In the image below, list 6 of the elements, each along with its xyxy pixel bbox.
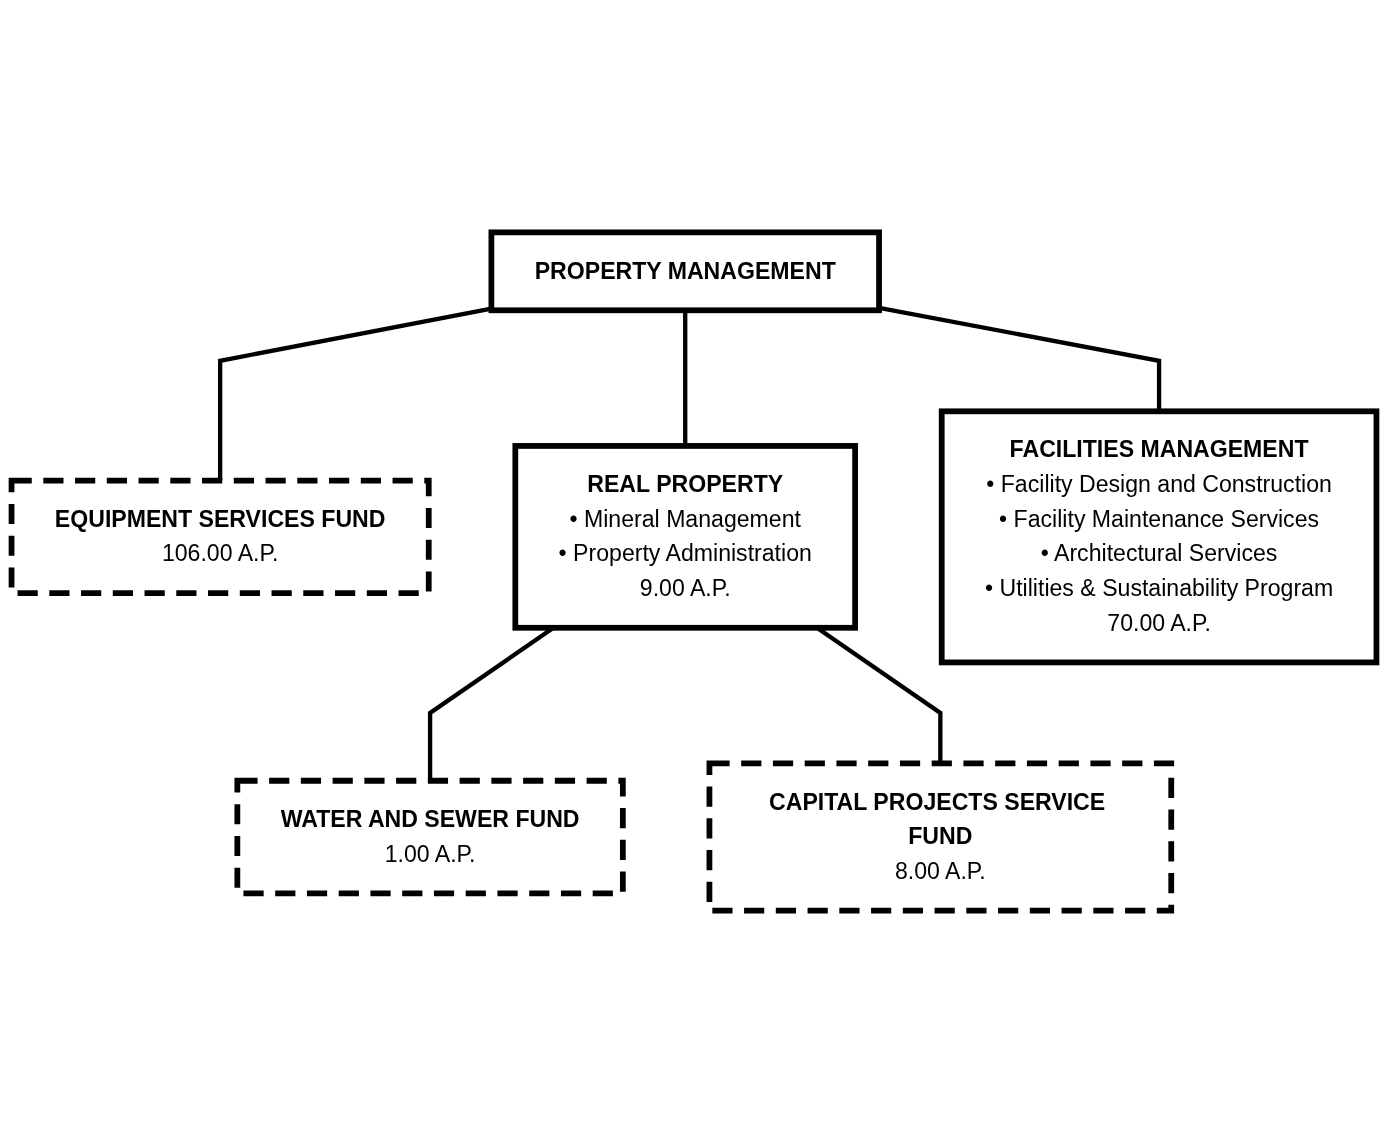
node-box [938, 408, 1380, 666]
node-box [8, 477, 432, 597]
node-box [512, 443, 858, 631]
node-box [706, 760, 1175, 914]
node-box [488, 229, 882, 314]
node-box [234, 777, 626, 897]
